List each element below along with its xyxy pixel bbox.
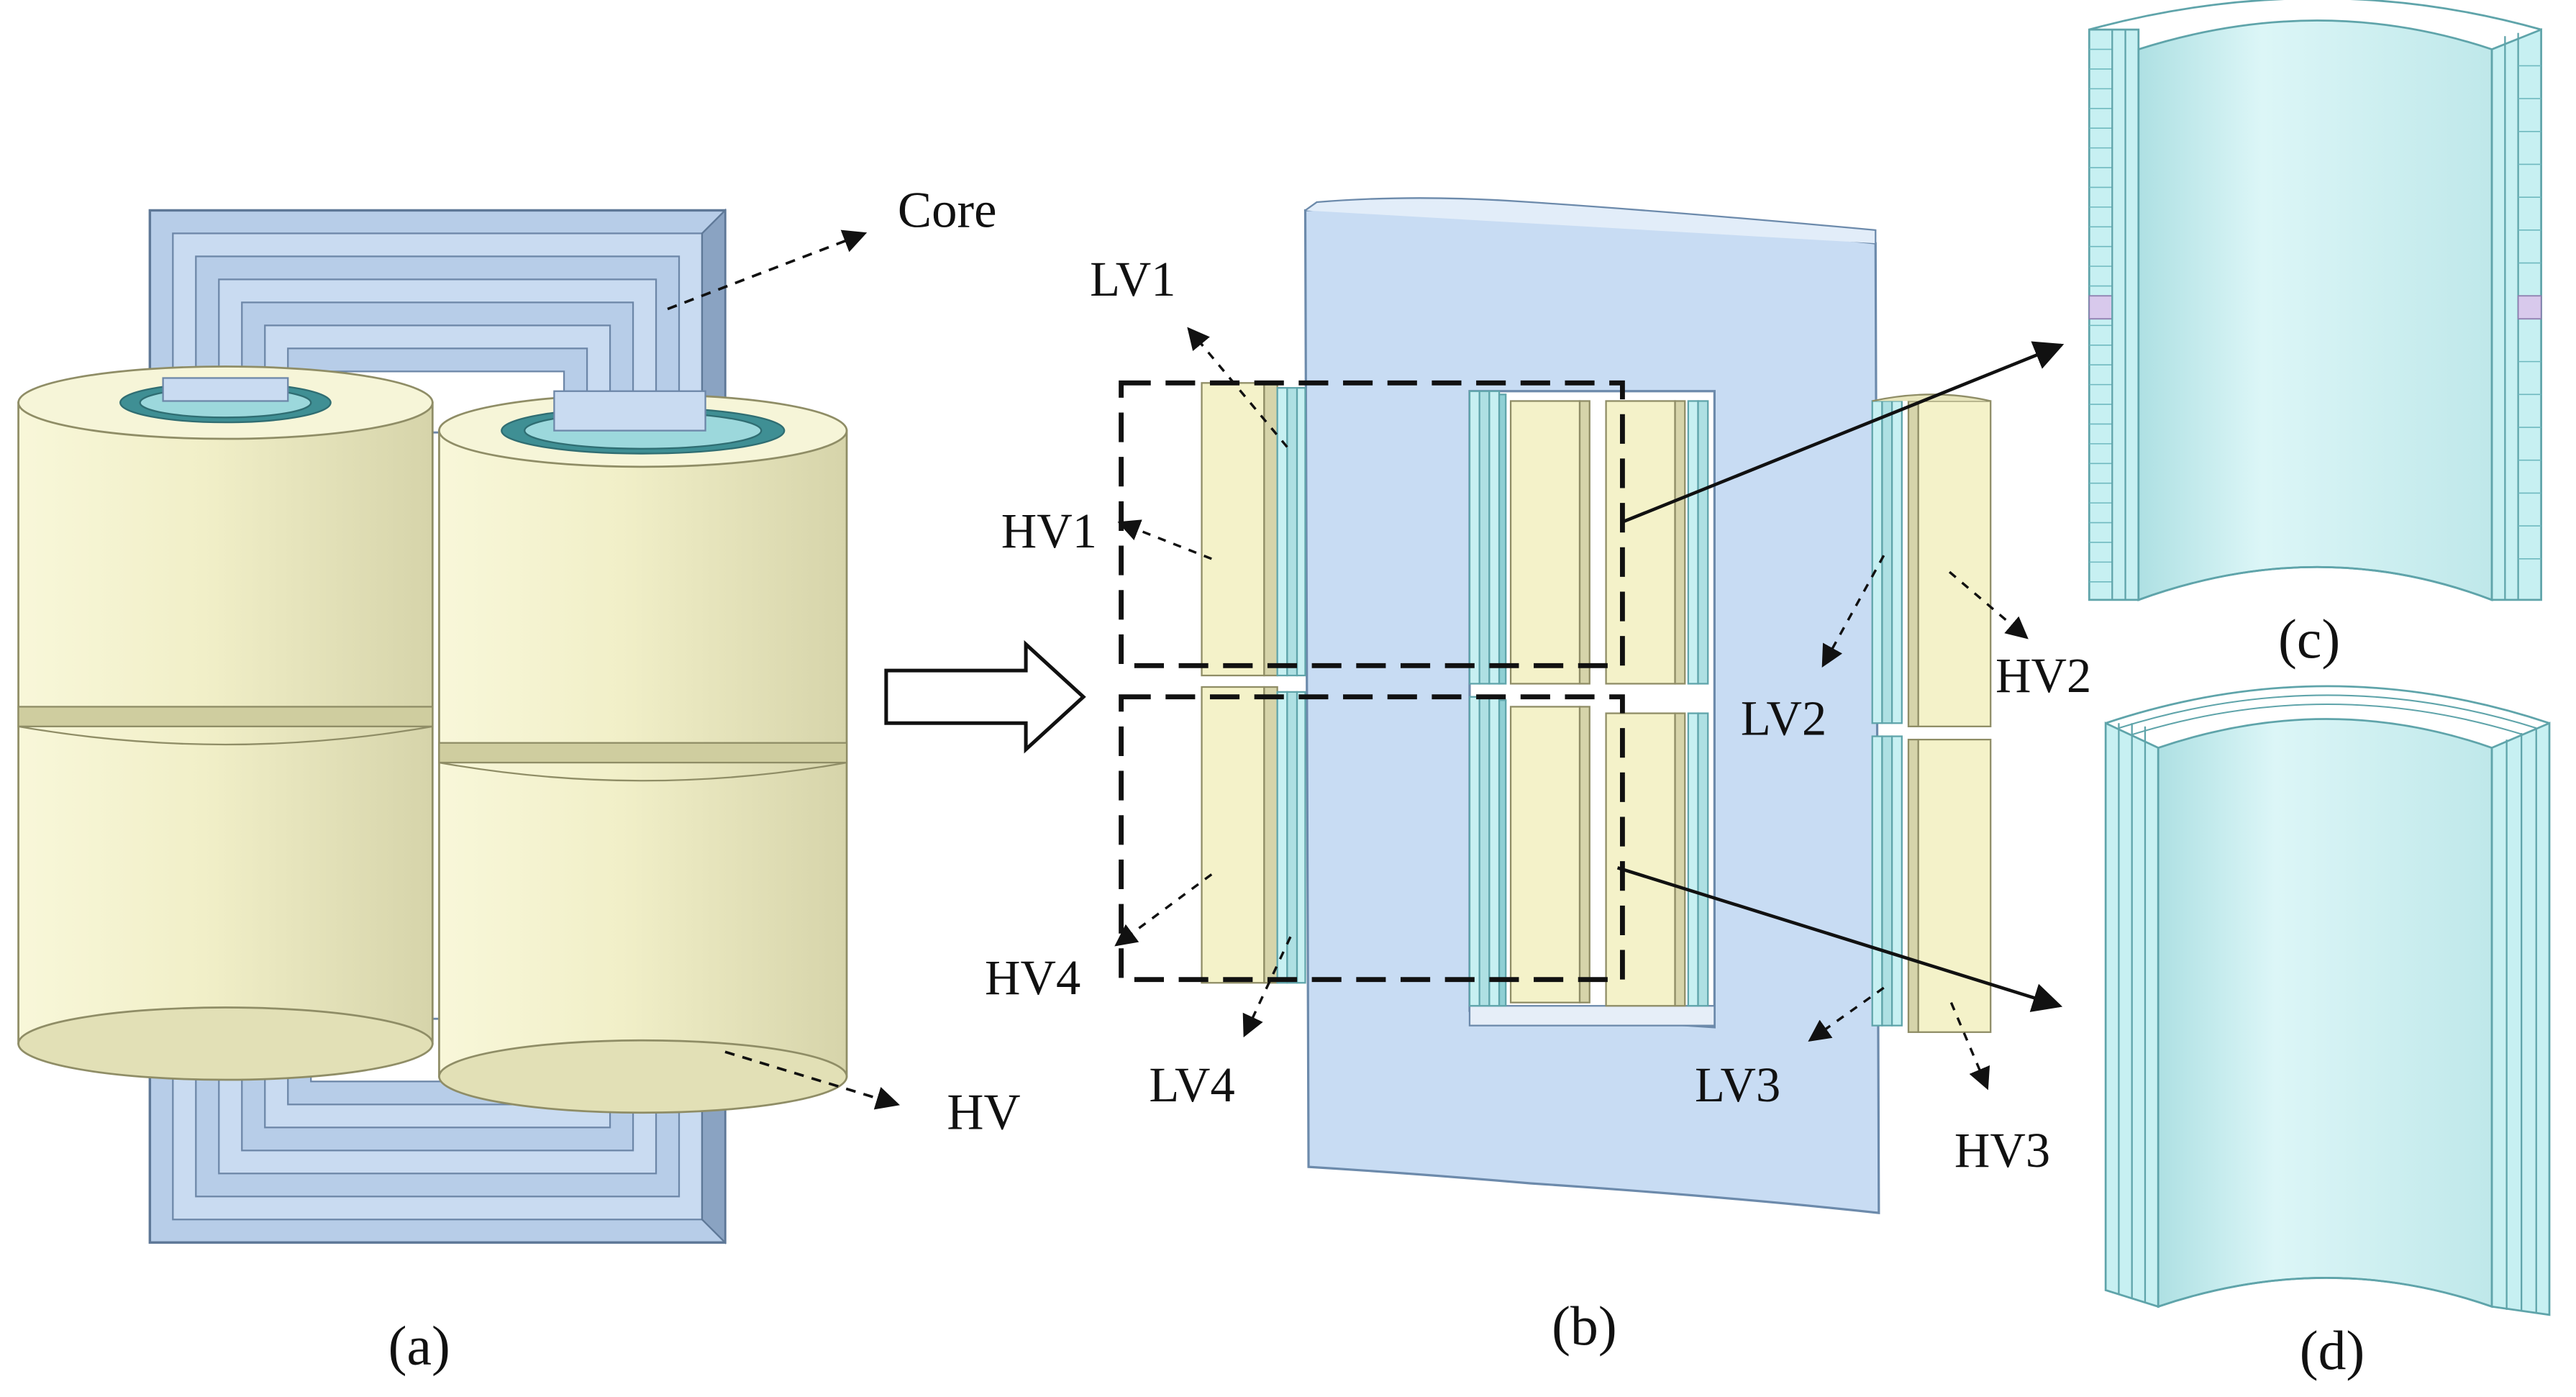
transition-arrow <box>884 640 1086 754</box>
hv1-label: HV1 <box>1001 504 1097 558</box>
lv4-label: LV4 <box>1149 1057 1234 1112</box>
hv-winding-left <box>17 365 434 1081</box>
lower-selection-box <box>1119 694 1625 983</box>
panel-d-lv-cylinder: (d) <box>2104 685 2551 1381</box>
window-coils <box>1468 390 1709 1007</box>
right-coils <box>1871 393 1992 1033</box>
lv3-label: LV3 <box>1695 1057 1780 1112</box>
panel-d-caption: (d) <box>2300 1319 2365 1381</box>
core-label: Core <box>898 182 997 238</box>
left-coils <box>1201 382 1306 984</box>
panel-c-lv-cylinder: (c) <box>2088 0 2542 670</box>
hv-arrow <box>724 1050 901 1110</box>
panel-b-cross-section: LV1 HV1 LV2 HV2 LV3 HV3 LV4 HV4 (b) <box>985 197 2091 1357</box>
panel-a-caption: (a) <box>388 1314 450 1376</box>
hv3-label: HV3 <box>1954 1123 2050 1178</box>
lv1-label: LV1 <box>1090 252 1175 306</box>
panel-a-transformer-3d: Core HV (a) <box>17 182 1021 1376</box>
panel-c-caption: (c) <box>2278 608 2340 670</box>
leader-to-d <box>1616 866 2063 1012</box>
hv-winding-right <box>438 390 848 1114</box>
hv-label: HV <box>947 1085 1020 1141</box>
lv2-label: LV2 <box>1741 691 1826 745</box>
leader-to-c <box>1620 341 2065 524</box>
hv4-label: HV4 <box>985 950 1080 1005</box>
hv2-label: HV2 <box>1995 648 2091 703</box>
panel-b-caption: (b) <box>1552 1295 1617 1357</box>
